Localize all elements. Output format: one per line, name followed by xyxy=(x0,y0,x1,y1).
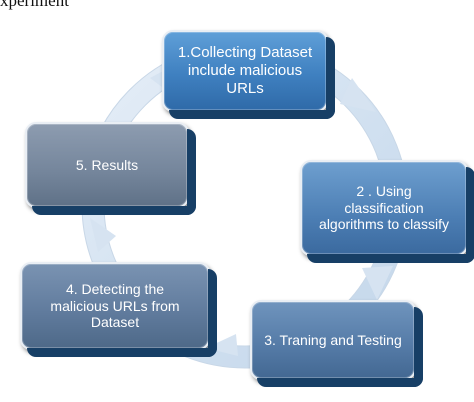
header-text: xperiment xyxy=(0,0,69,10)
step-2-box: 2 . Using classification algorithms to c… xyxy=(300,160,474,263)
step-3-label: 3. Traning and Testing xyxy=(264,331,402,348)
step-5-box: 5. Results xyxy=(25,122,196,215)
arrow-head-3 xyxy=(206,334,238,356)
arrow-head-2 xyxy=(362,266,393,300)
arrow-head-1 xyxy=(340,78,376,112)
step-4-box: 4. Detecting the malicious URLs from Dat… xyxy=(20,262,217,357)
step-3-box: 3. Traning and Testing xyxy=(250,300,423,387)
step-2-label: 2 . Using classification algorithms to c… xyxy=(319,183,449,233)
step-4-label: 4. Detecting the malicious URLs from Dat… xyxy=(50,281,180,331)
step-1-label: 1.Collecting Dataset include malicious U… xyxy=(177,44,313,97)
step-5-label: 5. Results xyxy=(75,156,139,173)
arrow-head-4 xyxy=(90,218,116,252)
step-1-box: 1.Collecting Dataset include malicious U… xyxy=(162,30,335,119)
